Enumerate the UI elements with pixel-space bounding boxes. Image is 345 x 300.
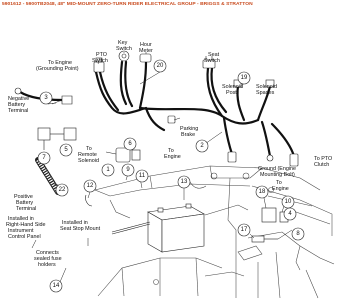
svg-text:4: 4 [288, 211, 292, 217]
cable-clip [85, 194, 93, 207]
label-engine-grounding: To Engine(Grounding Point) [36, 60, 79, 72]
svg-text:20: 20 [157, 63, 164, 69]
svg-text:11: 11 [139, 173, 146, 179]
seat-switch [202, 56, 216, 69]
leader-lines [31, 52, 293, 283]
svg-text:3: 3 [44, 95, 48, 101]
engine-connector [227, 151, 237, 163]
remote-solenoid-part [115, 147, 141, 163]
callout-14: 14 [49, 279, 63, 293]
callout-4: 4 [283, 207, 297, 221]
svg-text:5: 5 [64, 147, 68, 153]
svg-text:19: 19 [241, 75, 248, 81]
svg-text:7: 7 [42, 155, 46, 161]
callout-3: 3 [39, 91, 53, 105]
svg-text:1: 1 [106, 167, 110, 173]
pto-clutch-connector [289, 153, 299, 167]
remote-solenoid-bracket [37, 127, 77, 150]
svg-text:10: 10 [285, 199, 292, 205]
svg-text:18: 18 [259, 189, 266, 195]
battery-strap [111, 221, 151, 235]
svg-text:9: 9 [126, 167, 130, 173]
callout-9: 9 [121, 163, 135, 177]
solenoid-spades-part [265, 79, 275, 88]
callout-11: 11 [135, 169, 149, 183]
callout-13: 13 [177, 175, 191, 189]
svg-text:13: 13 [181, 179, 188, 185]
fuse-holder-17 [251, 235, 278, 243]
callout-20: 20 [153, 59, 167, 73]
callout-12: 12 [83, 179, 97, 193]
pto-switch [93, 57, 105, 73]
callout-5: 5 [59, 143, 73, 157]
hour-meter [139, 53, 152, 63]
callout-2: 2 [195, 139, 209, 153]
positive-cable [35, 157, 61, 195]
ground-engine-terminal [266, 154, 274, 162]
svg-text:2: 2 [200, 143, 204, 149]
key-switch [118, 50, 130, 62]
callout-6: 6 [123, 137, 137, 151]
svg-text:6: 6 [128, 141, 132, 147]
svg-text:12: 12 [87, 183, 94, 189]
callout-22: 22 [55, 183, 69, 197]
wiring-harness [94, 60, 296, 158]
callout-18: 18 [255, 185, 269, 199]
relay-bracket [261, 207, 289, 223]
parking-brake-switch [167, 115, 176, 124]
svg-text:8: 8 [296, 231, 300, 237]
svg-text:22: 22 [59, 187, 66, 193]
callout-10: 10 [281, 195, 295, 209]
svg-text:14: 14 [53, 283, 60, 289]
callout-19: 19 [237, 71, 251, 85]
svg-text:17: 17 [241, 227, 248, 233]
callout-7: 7 [37, 151, 51, 165]
callout-1: 1 [101, 163, 115, 177]
callout-bubbles: 20 19 3 2 7 5 6 1 22 12 9 11 13 18 10 4 … [37, 59, 305, 293]
negative-cable [14, 87, 73, 105]
battery [147, 203, 205, 253]
diagram-title: 5901612 - 5900TB2048, 48" MID-MOUNT ZERO… [2, 2, 253, 7]
mower-frame [94, 165, 335, 299]
callout-17: 17 [237, 223, 251, 237]
callout-8: 8 [291, 227, 305, 241]
